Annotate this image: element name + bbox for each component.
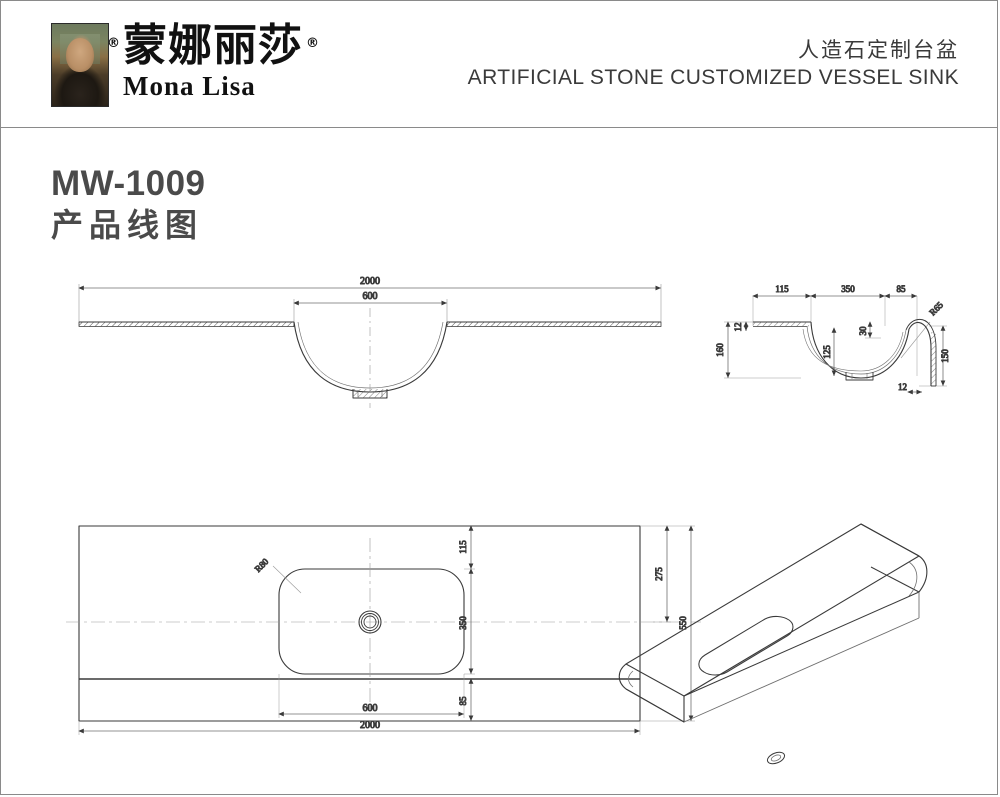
dim-plan-350: 350	[458, 616, 468, 630]
model-code: MW-1009	[51, 164, 206, 203]
title-subtitle-cn: 产品线图	[51, 206, 204, 244]
brand-name-en: Mona Lisa	[123, 71, 256, 101]
dim-plan-r80: R80	[253, 556, 271, 574]
technical-drawing: 2000 600	[1, 126, 999, 794]
brand-name-cn-text: 蒙娜丽莎	[123, 20, 303, 71]
iso-drain-hole	[766, 751, 786, 765]
drain-hole-outer	[358, 610, 382, 634]
registered-mark-left-icon: ®	[107, 36, 121, 51]
side-section-view: 115 350 85 12 160 125	[715, 284, 951, 395]
registered-mark-right-icon: ®	[306, 36, 320, 51]
top-plan-view: R80 115 350 85 275 550	[66, 525, 701, 735]
dim-plan-275: 275	[654, 567, 664, 581]
dim-sec-r65: R65	[927, 299, 945, 317]
dim-sec-12-skirt: 12	[898, 382, 907, 392]
header-tagline: 人造石定制台盆 ARTIFICIAL STONE CUSTOMIZED VESS…	[468, 37, 959, 93]
isometric-3d-view	[618, 523, 928, 765]
dim-plan-600: 600	[363, 703, 378, 714]
dim-sec-160: 160	[715, 343, 725, 357]
dim-plan-550: 550	[678, 616, 688, 630]
dim-sec-125: 125	[822, 345, 832, 359]
dim-sec-350: 350	[841, 284, 855, 294]
page-header: ® 蒙娜丽莎 ® Mona Lisa 人造石定制台盆 ARTIFICIAL ST…	[1, 1, 997, 128]
front-elevation-view: 2000 600	[78, 276, 662, 408]
brand-name-cn: ® 蒙娜丽莎 ®	[107, 20, 319, 71]
dim-sec-150: 150	[940, 349, 950, 363]
dim-front-600: 600	[363, 291, 378, 302]
brand-logo: ® 蒙娜丽莎 ® Mona Lisa	[51, 20, 319, 107]
mona-lisa-portrait-icon	[51, 23, 109, 107]
dim-front-2000: 2000	[360, 276, 380, 287]
tagline-en: ARTIFICIAL STONE CUSTOMIZED VESSEL SINK	[467, 66, 959, 89]
dim-sec-115: 115	[775, 284, 789, 294]
dim-plan-2000: 2000	[360, 720, 380, 731]
dim-plan-85: 85	[458, 696, 468, 706]
dim-sec-85: 85	[897, 284, 907, 294]
page-title: MW-1009 产品线图	[51, 165, 206, 245]
tagline-cn: 人造石定制台盆	[798, 38, 959, 62]
dim-plan-115: 115	[458, 540, 468, 554]
dim-sec-12-thickness: 12	[733, 323, 743, 332]
brand-text: ® 蒙娜丽莎 ® Mona Lisa	[107, 20, 319, 102]
dim-sec-30: 30	[858, 326, 868, 336]
